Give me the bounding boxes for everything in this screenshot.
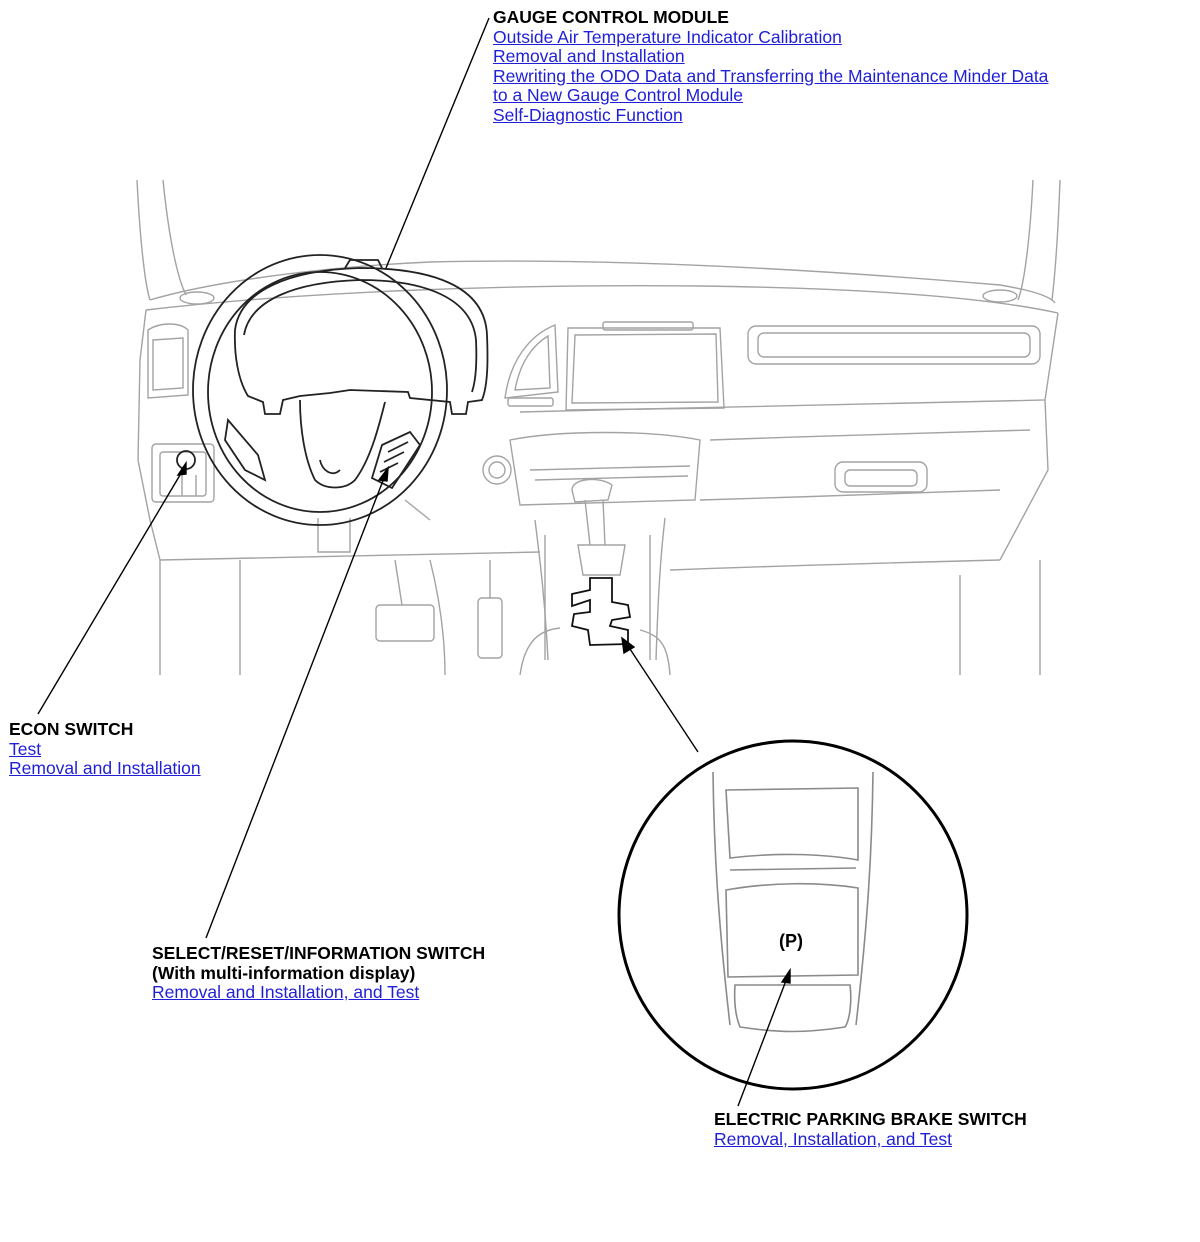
leader-lines	[37, 17, 791, 1107]
electric-parking-brake-callout: ELECTRIC PARKING BRAKE SWITCH Removal, I…	[714, 1109, 1027, 1149]
econ-switch-callout: ECON SWITCH Test Removal and Installatio…	[9, 719, 201, 779]
rewriting-odo-data-link[interactable]: Rewriting the ODO Data and Transferring …	[493, 65, 1049, 86]
parking-brake-detail: (P)	[617, 739, 969, 1091]
select-reset-info-switch-title: SELECT/RESET/INFORMATION SWITCH	[152, 943, 486, 963]
outside-air-temp-calibration-link[interactable]: Outside Air Temperature Indicator Calibr…	[493, 26, 842, 47]
gauge-control-module-callout: GAUGE CONTROL MODULE Outside Air Tempera…	[493, 7, 1049, 125]
econ-removal-installation-link[interactable]: Removal and Installation	[9, 758, 201, 778]
srs-removal-installation-test-link[interactable]: Removal and Installation, and Test	[152, 982, 420, 1002]
electric-parking-brake-title: ELECTRIC PARKING BRAKE SWITCH	[714, 1109, 1027, 1129]
select-reset-info-switch-subtitle: (With multi-information display)	[152, 962, 416, 983]
parking-brake-symbol: (P)	[779, 931, 803, 951]
gauge-removal-installation-link[interactable]: Removal and Installation	[493, 46, 685, 66]
select-reset-info-switch-callout: SELECT/RESET/INFORMATION SWITCH (With mu…	[152, 943, 486, 1003]
econ-switch-title: ECON SWITCH	[9, 719, 134, 739]
dashboard-outline	[136, 179, 1061, 676]
console-switch-outline	[570, 577, 632, 646]
epb-removal-installation-test-link[interactable]: Removal, Installation, and Test	[714, 1128, 953, 1149]
rewriting-odo-data-link-continued[interactable]: to a New Gauge Control Module	[493, 85, 743, 105]
econ-test-link[interactable]: Test	[9, 738, 42, 759]
self-diagnostic-function-link[interactable]: Self-Diagnostic Function	[493, 104, 683, 125]
steering-wheel-and-cluster	[176, 254, 489, 526]
gauge-control-module-title: GAUGE CONTROL MODULE	[493, 7, 729, 27]
